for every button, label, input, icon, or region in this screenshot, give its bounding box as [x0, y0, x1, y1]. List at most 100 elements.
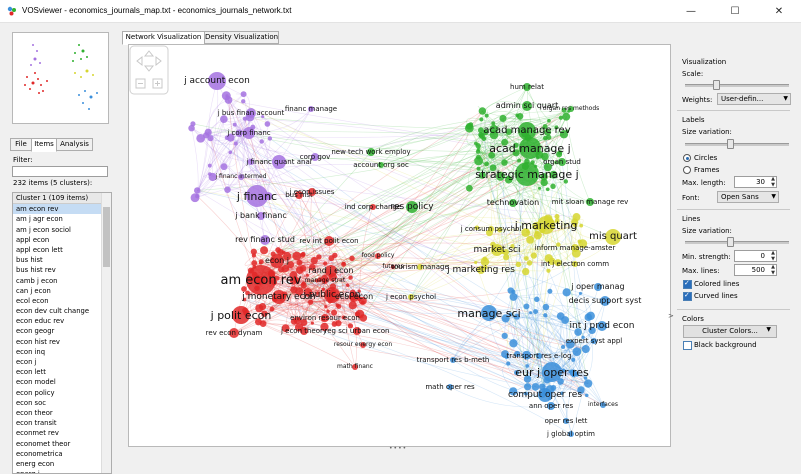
- node-label[interactable]: rev financ stud: [235, 236, 295, 244]
- node-label[interactable]: j bank financ: [235, 212, 286, 220]
- node-label[interactable]: tourism manage: [391, 264, 449, 271]
- list-item[interactable]: econ inq: [13, 347, 111, 357]
- list-item[interactable]: camb j econ: [13, 276, 111, 286]
- node-label[interactable]: econ j: [265, 257, 289, 265]
- node[interactable]: [509, 339, 517, 347]
- node[interactable]: [336, 303, 340, 307]
- node-label[interactable]: reg sci urban econ: [325, 328, 390, 335]
- node[interactable]: [584, 379, 592, 387]
- list-item[interactable]: am j econ sociol: [13, 225, 111, 235]
- node-label[interactable]: decis support syst: [569, 297, 642, 305]
- node[interactable]: [188, 125, 195, 132]
- tab-file[interactable]: File: [10, 138, 32, 151]
- node[interactable]: [259, 259, 264, 264]
- node-label[interactable]: account org soc: [353, 162, 409, 169]
- list-item[interactable]: am econ rev: [13, 204, 111, 214]
- cluster-colors-button[interactable]: Cluster Colors...: [683, 325, 777, 338]
- node[interactable]: [479, 107, 486, 114]
- node-label[interactable]: organ res methods: [543, 106, 600, 112]
- node[interactable]: [224, 186, 231, 193]
- list-item[interactable]: econmet rev: [13, 428, 111, 438]
- close-button[interactable]: ✕: [757, 0, 801, 22]
- node[interactable]: [241, 91, 247, 97]
- list-item[interactable]: can j econ: [13, 286, 111, 296]
- node-label[interactable]: j corp financ: [227, 130, 270, 137]
- node[interactable]: [234, 141, 238, 145]
- node[interactable]: [465, 124, 474, 133]
- node[interactable]: [311, 322, 314, 325]
- node[interactable]: [346, 284, 350, 288]
- node[interactable]: [543, 304, 550, 311]
- node[interactable]: [326, 310, 330, 314]
- node-label[interactable]: j bus finan account: [218, 110, 285, 117]
- node[interactable]: [228, 150, 232, 154]
- list-item[interactable]: econ transit: [13, 418, 111, 428]
- scale-slider-thumb[interactable]: [713, 80, 720, 90]
- node-label[interactable]: acad manage j: [489, 143, 570, 154]
- list-item[interactable]: econ geogr: [13, 326, 111, 336]
- maximize-button[interactable]: ☐: [713, 0, 757, 22]
- curved-lines-checkbox[interactable]: [683, 292, 692, 301]
- list-item[interactable]: economet theor: [13, 439, 111, 449]
- label-size-slider-thumb[interactable]: [727, 139, 734, 149]
- weights-dropdown[interactable]: User-defin...▼: [717, 93, 791, 105]
- node-label[interactable]: am econ rev: [221, 274, 302, 287]
- node-label[interactable]: rand j econ: [309, 267, 354, 275]
- minimize-button[interactable]: —: [669, 0, 713, 22]
- node-label[interactable]: eur j oper res: [515, 367, 589, 378]
- node[interactable]: [292, 252, 301, 261]
- list-item[interactable]: econ model: [13, 377, 111, 387]
- node[interactable]: [562, 113, 570, 121]
- spinner-arrows-icon[interactable]: ▲▼: [771, 176, 775, 188]
- resize-grip[interactable]: ••••: [389, 445, 407, 452]
- node[interactable]: [297, 260, 303, 266]
- node[interactable]: [543, 136, 548, 141]
- node-label[interactable]: j polit econ: [211, 310, 272, 321]
- list-item[interactable]: energ j: [13, 469, 111, 474]
- node[interactable]: [550, 184, 555, 189]
- node[interactable]: [546, 269, 550, 273]
- node[interactable]: [195, 194, 199, 198]
- node[interactable]: [466, 185, 473, 192]
- node-label[interactable]: comput oper res: [508, 391, 582, 400]
- max-length-input[interactable]: 30▲▼: [734, 176, 777, 188]
- list-item[interactable]: econ soc: [13, 398, 111, 408]
- node-label[interactable]: interfaces: [588, 402, 618, 408]
- node-label[interactable]: environ resour econ: [290, 315, 360, 322]
- node[interactable]: [561, 345, 565, 349]
- node-label[interactable]: int j electron comm: [541, 261, 609, 268]
- node[interactable]: [579, 224, 583, 228]
- node[interactable]: [534, 297, 540, 303]
- list-item[interactable]: econ dev cult change: [13, 306, 111, 316]
- node[interactable]: [477, 148, 480, 151]
- node-label[interactable]: rev econ dynam: [206, 330, 263, 337]
- node[interactable]: [323, 261, 327, 265]
- node-label[interactable]: j financ intermed: [215, 174, 266, 180]
- node[interactable]: [527, 260, 533, 266]
- node[interactable]: [515, 113, 519, 117]
- node-label[interactable]: ann oper res: [529, 403, 573, 410]
- list-item[interactable]: ecol econ: [13, 296, 111, 306]
- node-label[interactable]: corp gov: [300, 154, 331, 161]
- spinner-arrows-icon[interactable]: ▲▼: [771, 264, 775, 276]
- node[interactable]: [538, 187, 541, 190]
- list-item[interactable]: appl econ: [13, 235, 111, 245]
- item-list-scrollbar[interactable]: [101, 193, 111, 473]
- tab-density-visualization[interactable]: Density Visualization: [204, 31, 279, 44]
- list-item[interactable]: bus hist rev: [13, 265, 111, 275]
- node[interactable]: [311, 257, 318, 264]
- node[interactable]: [585, 394, 589, 398]
- list-item[interactable]: econ theor: [13, 408, 111, 418]
- node[interactable]: [582, 345, 590, 353]
- node[interactable]: [474, 142, 478, 146]
- node-label[interactable]: math oper res: [425, 384, 474, 391]
- node[interactable]: [546, 187, 550, 191]
- tab-items[interactable]: Items: [31, 138, 57, 152]
- node[interactable]: [522, 268, 529, 275]
- node-label[interactable]: j econ theory: [281, 328, 327, 335]
- node[interactable]: [524, 303, 530, 309]
- node[interactable]: [533, 309, 538, 314]
- node-label[interactable]: oper res lett: [545, 418, 588, 425]
